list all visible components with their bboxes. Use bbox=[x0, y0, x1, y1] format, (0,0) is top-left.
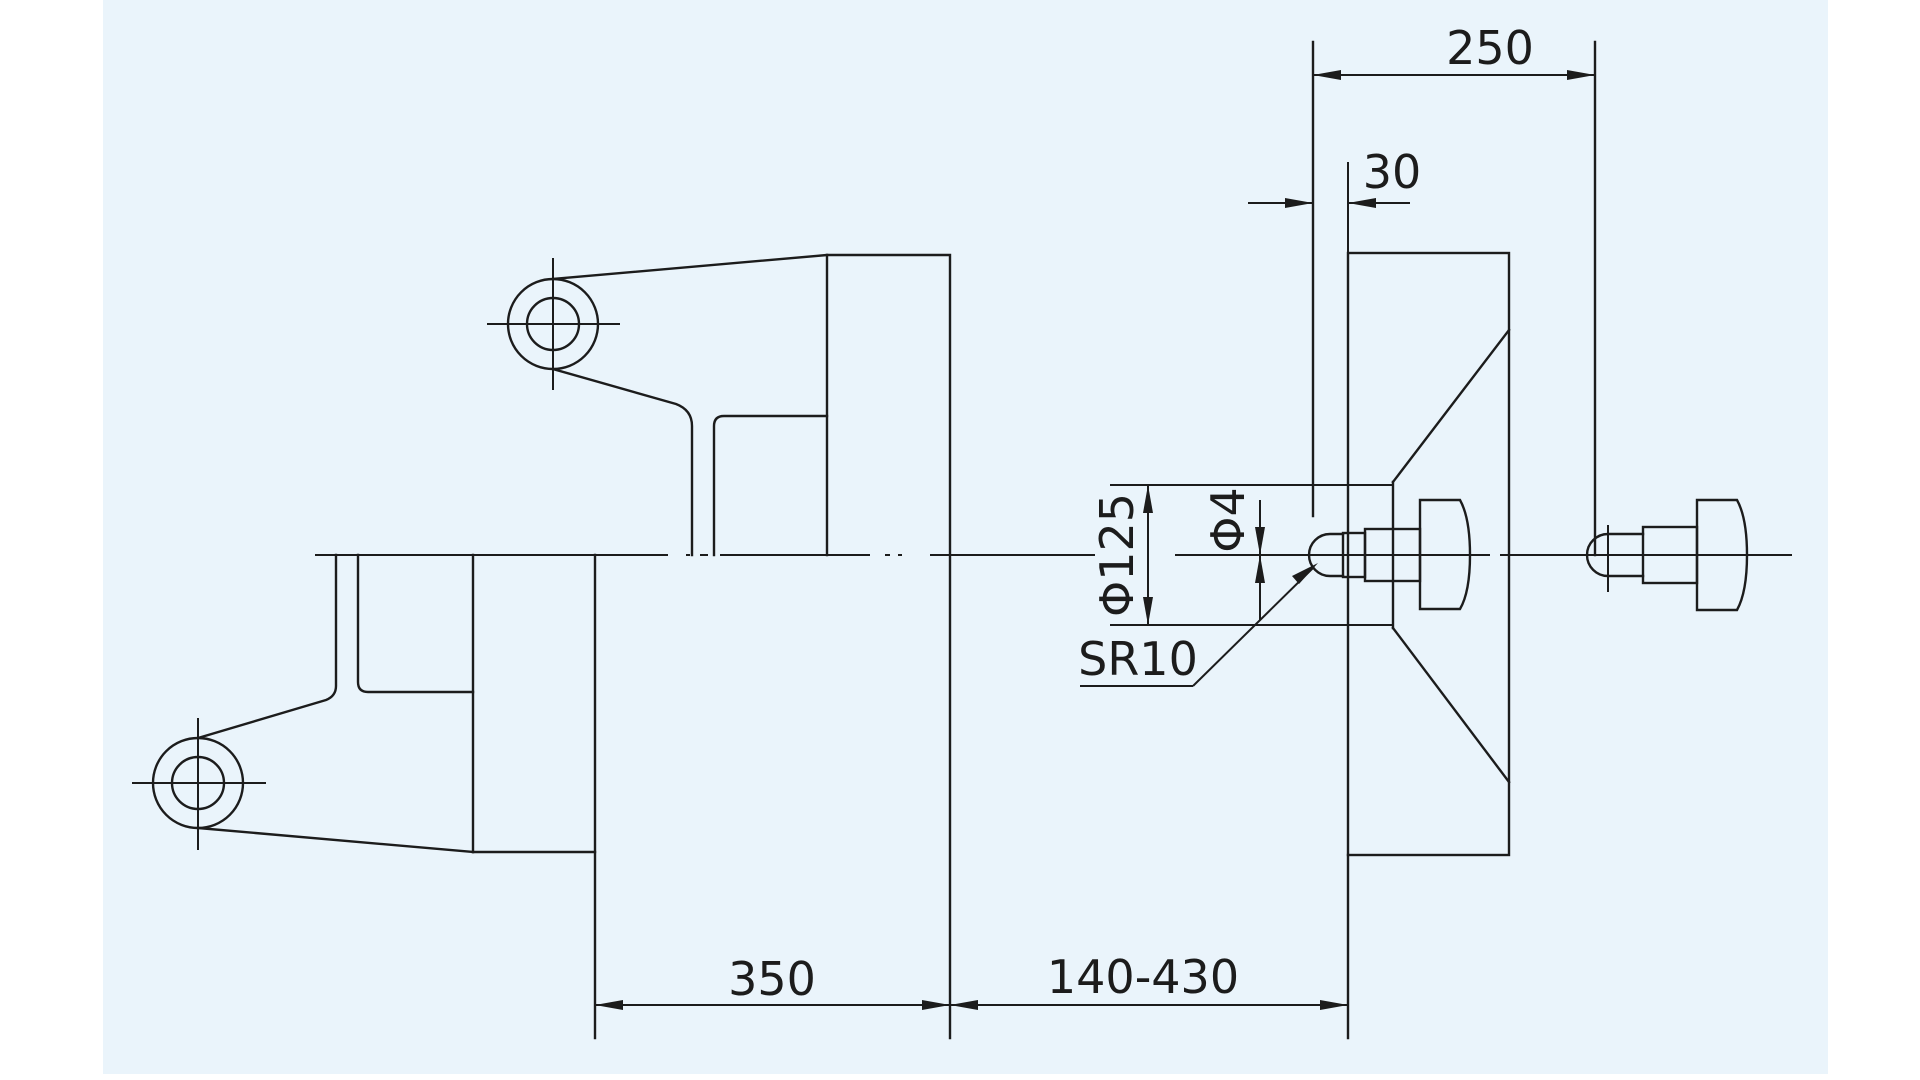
dimension-30: 30 bbox=[1248, 145, 1421, 253]
dimension-350: 350 bbox=[595, 952, 950, 1010]
leader-sr10: SR10 bbox=[1078, 563, 1318, 687]
drawing-panel bbox=[103, 0, 1828, 1074]
upper-bracket bbox=[487, 253, 952, 1040]
dimension-label-phi4: Φ4 bbox=[1201, 487, 1255, 552]
dimension-250: 250 bbox=[1313, 21, 1595, 80]
nozzle-assembly bbox=[1307, 498, 1490, 611]
dimension-label-250: 250 bbox=[1446, 21, 1534, 75]
injection-nozzle bbox=[1585, 40, 1749, 612]
dimension-label-phi125: Φ125 bbox=[1090, 493, 1144, 617]
dimension-label-350: 350 bbox=[728, 952, 816, 1006]
dimension-label-30: 30 bbox=[1363, 145, 1422, 199]
dimension-phi125: Φ125 bbox=[1090, 484, 1393, 626]
lower-left-bracket bbox=[132, 553, 597, 1040]
dimension-phi4: Φ4 bbox=[1201, 487, 1290, 620]
fixed-platen bbox=[1311, 40, 1511, 857]
leader-label-sr10: SR10 bbox=[1078, 632, 1198, 686]
dimension-label-140-430: 140-430 bbox=[1047, 950, 1239, 1004]
dimension-140-430: 140-430 bbox=[950, 853, 1350, 1040]
